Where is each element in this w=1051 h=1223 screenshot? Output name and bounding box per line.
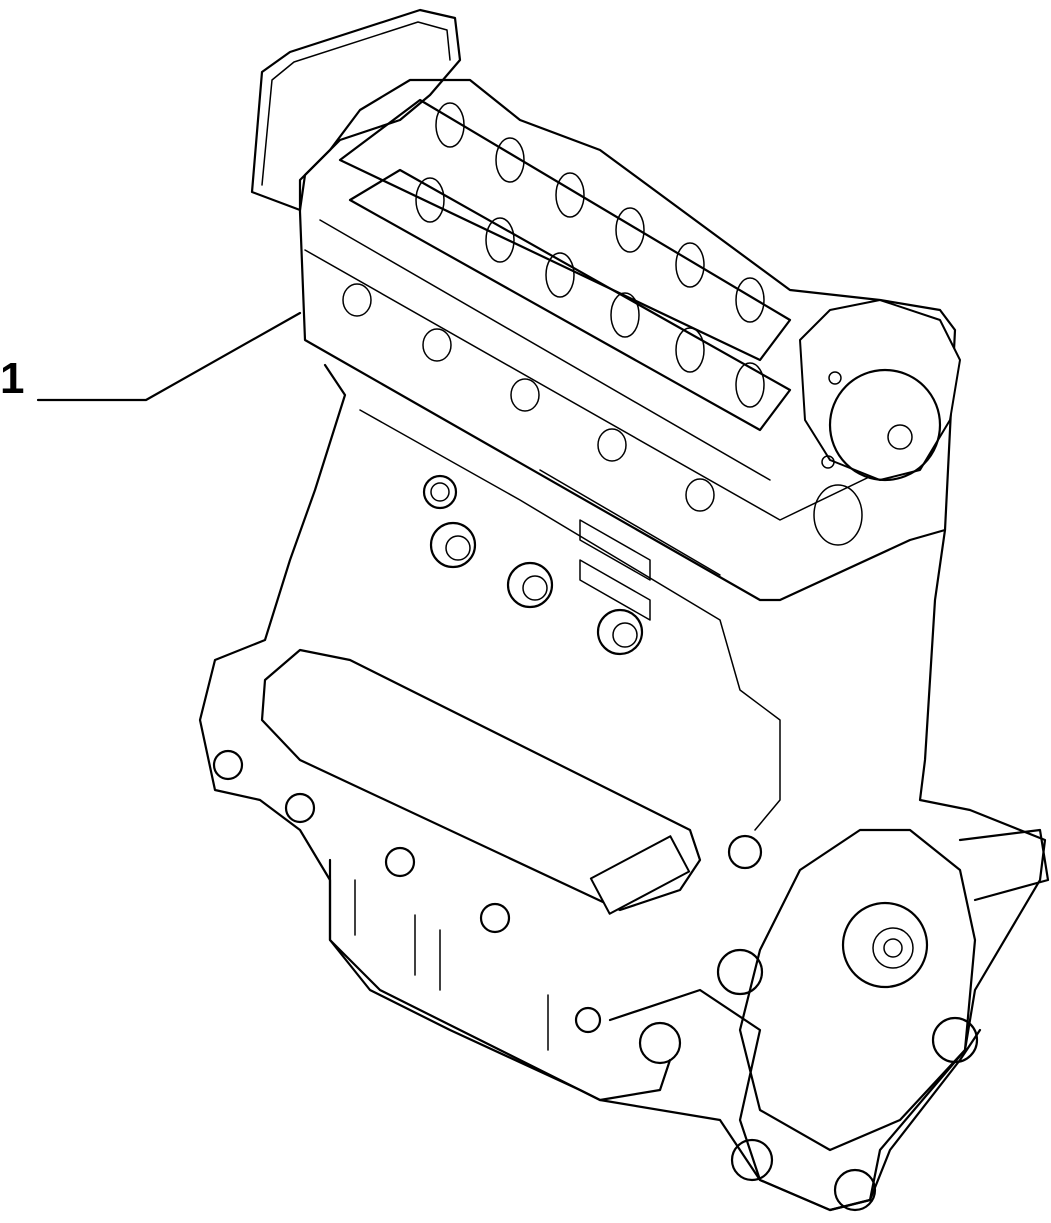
block-plugs [212,474,763,1034]
callout-number-1: 1 [0,354,25,403]
engine-mount-bracket [608,948,982,1212]
leader-line [36,311,302,402]
oil-pan [260,648,702,1102]
timing-cover [250,8,462,212]
head-ports [342,283,863,546]
camshaft-exhaust [348,168,792,432]
vacuum-pump [799,299,961,482]
engine-block [198,363,1047,1212]
flywheel-housing [738,828,1050,1152]
